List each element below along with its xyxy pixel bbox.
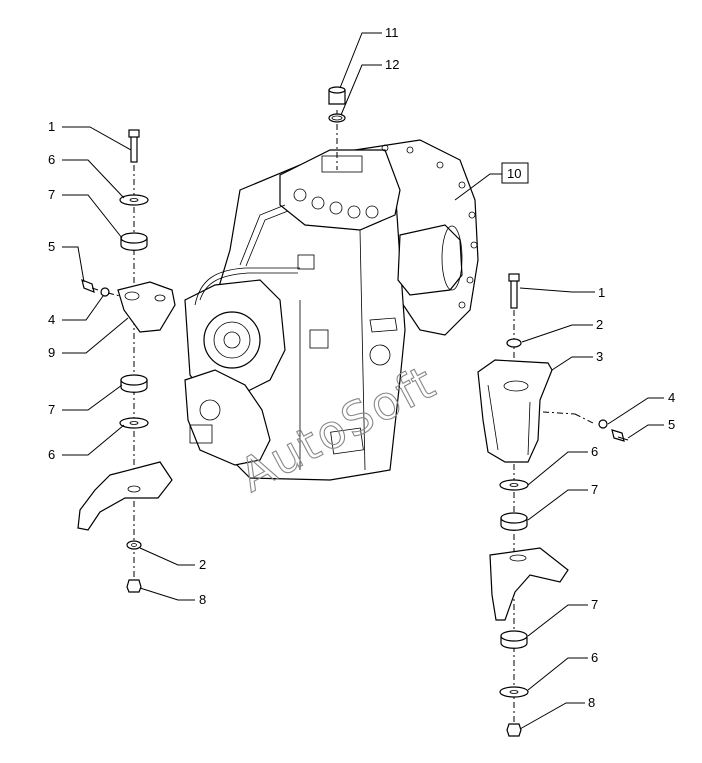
callout-9-left: 9 — [48, 345, 55, 360]
callout-10-box — [501, 162, 529, 184]
callout-6-left-bottom: 6 — [48, 447, 55, 462]
right-mount-stack — [477, 273, 629, 737]
callout-11: 11 — [385, 25, 399, 40]
transmission-housing — [184, 139, 479, 481]
top-plug-group — [328, 86, 346, 170]
callout-4-left: 4 — [48, 312, 55, 327]
callout-7-left-bottom: 7 — [48, 402, 55, 417]
callout-8-left: 8 — [199, 592, 206, 607]
callout-5-right: 5 — [668, 417, 675, 432]
callout-5-left: 5 — [48, 239, 55, 254]
callout-7-right-top: 7 — [591, 482, 598, 497]
callout-8-right: 8 — [588, 695, 595, 710]
leader-lines — [62, 32, 664, 730]
callout-2-right: 2 — [596, 317, 603, 332]
callout-1-right: 1 — [598, 285, 605, 300]
callout-2-left: 2 — [199, 557, 206, 572]
callout-10: 10 — [507, 166, 521, 181]
callout-6-right-top: 6 — [591, 444, 598, 459]
left-mount-stack — [77, 129, 176, 593]
callout-7-right-bottom: 7 — [591, 597, 598, 612]
callout-7-left-top: 7 — [48, 187, 55, 202]
callout-4-right: 4 — [668, 390, 675, 405]
callout-labels: 1 6 7 5 4 9 7 6 2 8 11 12 10 1 2 3 4 5 6… — [48, 25, 675, 710]
callout-1-left: 1 — [48, 119, 55, 134]
callout-12: 12 — [385, 57, 399, 72]
callout-6-left-top: 6 — [48, 152, 55, 167]
callout-6-right-bottom: 6 — [591, 650, 598, 665]
callout-3-right: 3 — [596, 349, 603, 364]
